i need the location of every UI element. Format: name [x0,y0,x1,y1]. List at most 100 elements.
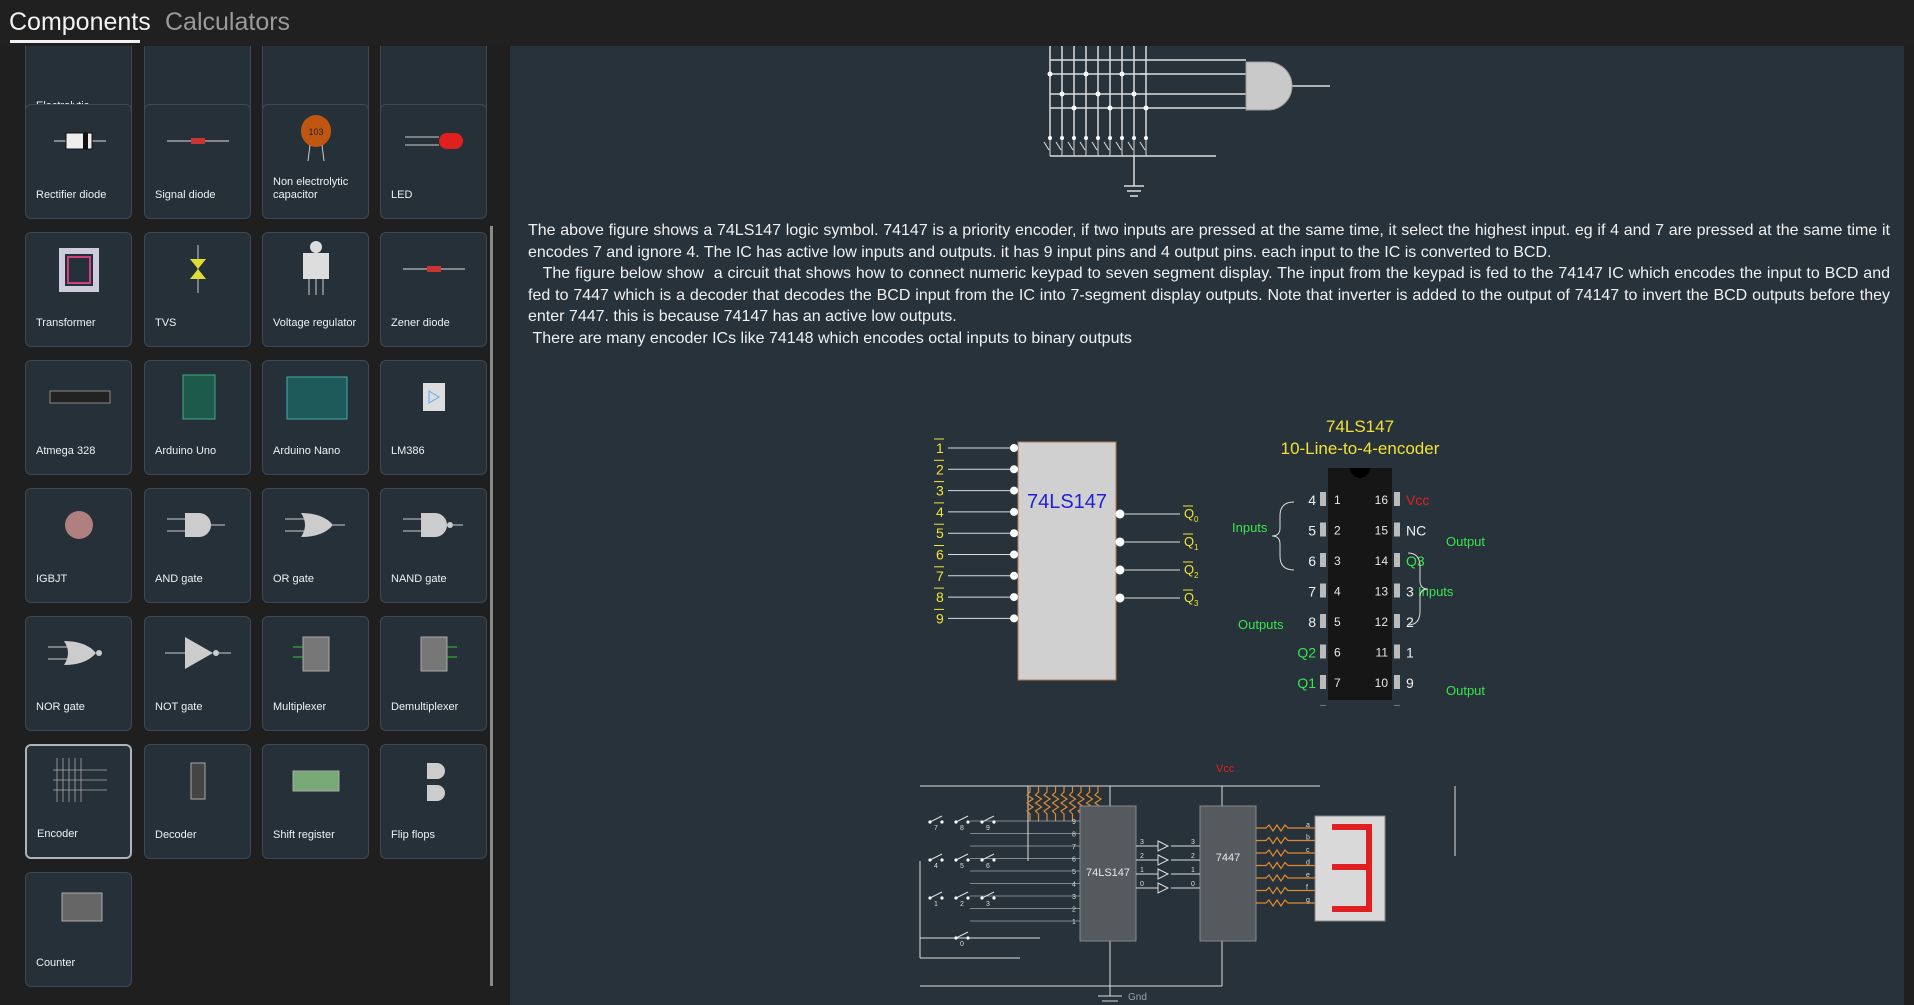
pin-lead [1320,705,1326,706]
component-tile-atmega-328[interactable]: Atmega 328 [25,360,132,475]
component-tile-not-gate[interactable]: NOT gate [144,616,251,731]
switch-blade [1067,141,1074,151]
component-tile-multiplexer[interactable]: Multiplexer [262,616,369,731]
pin-lead [1394,614,1400,628]
keypad-switch [929,853,943,861]
component-tile-or-gate[interactable]: OR gate [262,488,369,603]
pin-number: 16 [1375,493,1389,507]
logic-input-label: 4 [936,504,944,520]
not-gate-icon [165,637,231,669]
pin-name: 7 [1308,584,1316,600]
pinout-inputs-label: Inputs [1232,520,1268,535]
component-tile-tvs[interactable]: TVS [144,232,251,347]
component-tile-igbjt[interactable]: IGBJT [25,488,132,603]
keypad-key-label: 4 [934,863,938,870]
component-tile-arduino-uno[interactable]: Arduino Uno [144,360,251,475]
shift-register-icon [292,770,340,792]
switch-contact [1120,136,1124,140]
pin-lead [1320,675,1326,689]
voltage-regulator-icon [303,241,329,295]
encoder-input-pin: 6 [1072,857,1076,864]
pin-number: 10 [1375,676,1389,690]
pullup-resistor [1025,786,1035,821]
component-tile-decoder[interactable]: Decoder [144,744,251,859]
segment-pin-label: g [1306,897,1310,904]
component-tile-voltage-regulator[interactable]: Voltage regulator [262,232,369,347]
pullup-resistor [1068,786,1077,821]
inversion-bubble [1115,537,1125,547]
svg-text:103: 103 [308,127,323,137]
component-tile-zener-diode[interactable]: Zener diode [380,232,487,347]
component-tile-lm386[interactable]: LM386 [380,360,487,475]
component-tile-label: Multiplexer [273,701,327,713]
component-tile-label: Voltage regulator [273,317,357,329]
segment-pin-label: e [1306,872,1310,879]
switch-contact [1048,136,1052,140]
pin-lead [1320,583,1326,598]
component-tile-counter[interactable]: Counter [25,872,132,987]
keypad-switch [955,891,969,899]
pin-number: 2 [1334,524,1341,538]
keypad-key-label: 5 [960,863,964,870]
tab-calculators[interactable]: Calculators [165,8,291,36]
component-tile-label: Encoder [37,828,78,840]
palette-scrollbar[interactable] [490,226,493,986]
and-gate-icon [167,513,225,537]
component-tile-flip-flops[interactable]: Flip flops [380,744,487,859]
component-tile-signal-diode[interactable]: Signal diode [144,104,251,219]
component-tile-led[interactable]: LED [380,104,487,219]
inductor-icon [145,46,251,95]
component-tile-nand-gate[interactable]: NAND gate [380,488,487,603]
pin-number: 13 [1375,585,1389,599]
pinout-diagram: 74LS147 10-Line-to-4-encoder 14253647586… [1232,417,1485,706]
pin-number: 3 [1334,554,1341,568]
pinout-outputs-label: Outputs [1238,617,1284,632]
component-tile-nor-gate[interactable]: NOR gate [25,616,132,731]
keypad-contact [992,896,996,900]
encoder-input-pin: 4 [1072,882,1076,889]
switch-contact [1144,136,1148,140]
pin-number: 1 [1334,493,1341,507]
logic-input-label: 1 [936,440,944,456]
tab-components[interactable]: Components [9,8,151,36]
pin-name: 6 [1308,553,1316,569]
pin-name: Q1 [1297,675,1316,691]
pinout-inputs-label-right: Inputs [1418,584,1454,599]
component-tile-and-gate[interactable]: AND gate [144,488,251,603]
segment-resistor [1256,836,1315,845]
pin-name: Q2 [1297,645,1316,661]
segment-resistor [1256,898,1315,908]
encoder-icon [53,758,107,802]
seven-segment-display [1332,824,1372,912]
logic-input-label: 5 [936,525,944,541]
logic-output-subscript: 3 [1194,599,1199,608]
segment-pin-label: f [1306,885,1308,892]
segment-pin-label: a [1306,822,1310,829]
component-tile-label: Rectifier diode [36,189,107,201]
component-tile-shift-register[interactable]: Shift register [262,744,369,859]
component-tile-transformer[interactable]: Transformer [25,232,132,347]
logic-output-subscript: 1 [1194,543,1199,552]
electrolytic-capacitor-icon [26,46,132,95]
component-tile-encoder[interactable]: Encoder [25,744,132,859]
keypad-switch [955,815,969,823]
inversion-bubble [1010,486,1018,495]
switch-blade [1115,141,1122,151]
pin-name: 2 [1406,614,1414,630]
component-tile-rectifier-diode[interactable]: Rectifier diode [25,104,132,219]
component-tile-label: OR gate [273,573,314,585]
component-tile-arduino-nano[interactable]: Arduino Nano [262,360,369,475]
keypad-contact [940,896,944,900]
component-tile-label: Non electrolytic capacitor [273,176,349,201]
component-tile-demultiplexer[interactable]: Demultiplexer [380,616,487,731]
led-icon [405,133,463,149]
inversion-bubble [1010,529,1018,538]
component-tile-label: NOT gate [155,701,203,713]
encoder-input-pin: 9 [1072,819,1076,826]
pinout-output-label-q3: Output [1446,534,1485,549]
keypad-key-label: 6 [986,863,990,870]
pin-name: 4 [1308,492,1316,508]
circuit-gnd-label: Gnd [1128,992,1147,1003]
